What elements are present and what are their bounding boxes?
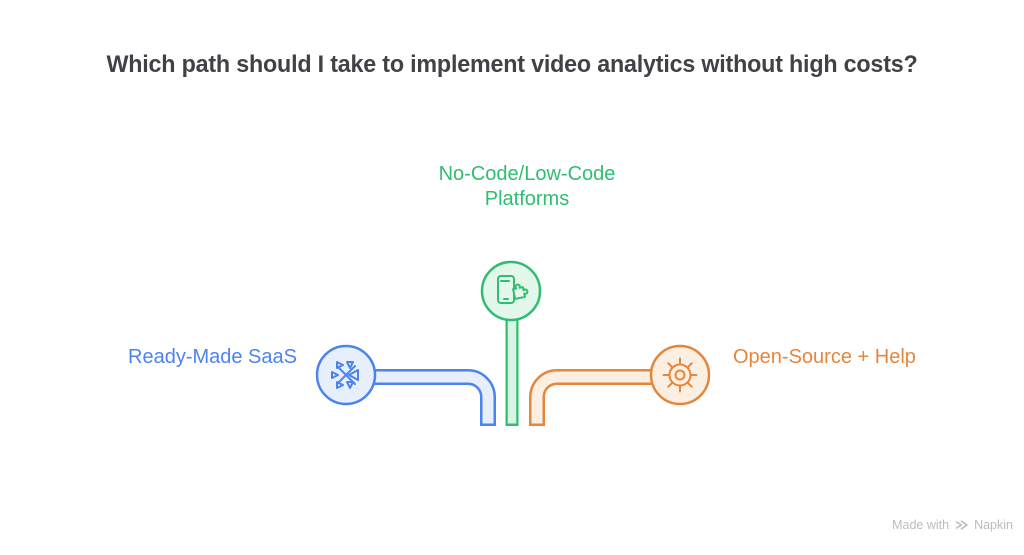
branch-nocode: [480, 260, 542, 426]
watermark-brand: Napkin: [974, 518, 1013, 532]
nocode-node-circle: [480, 260, 542, 322]
watermark-prefix: Made with: [892, 518, 950, 532]
label-saas: Ready-Made SaaS: [128, 346, 297, 368]
diagram-title: Which path should I take to implement vi…: [106, 51, 918, 78]
branch-saas: [315, 344, 496, 426]
label-nocode: No-Code/Low-Code Platforms: [439, 162, 616, 212]
branch-opensource: [529, 344, 711, 426]
snowflake-icon: [331, 361, 359, 389]
label-nocode-line2: Platforms: [484, 188, 570, 210]
helm-icon: [662, 357, 698, 393]
watermark: Made with Napkin: [892, 518, 1013, 532]
opensource-node-circle: [649, 344, 711, 406]
napkin-logo-icon: [955, 520, 968, 530]
smartphone-puzzle-icon: [497, 275, 529, 304]
label-nocode-line1: No-Code/Low-Code: [438, 163, 616, 185]
label-opensource: Open-Source + Help: [733, 346, 916, 368]
